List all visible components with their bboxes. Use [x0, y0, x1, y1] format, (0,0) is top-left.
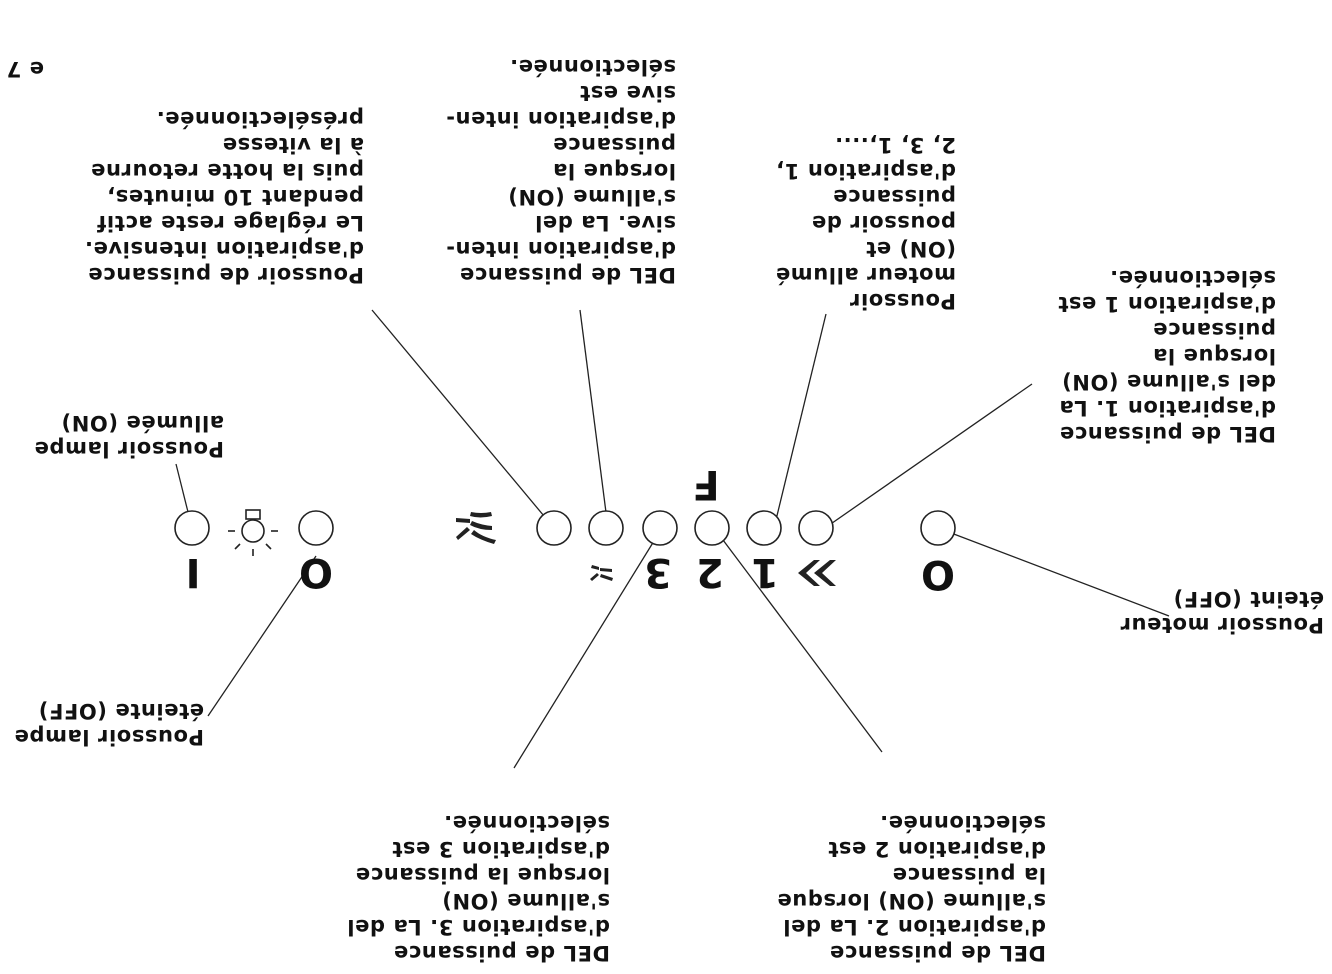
leader-lamp-off — [207, 555, 317, 717]
led-intensive — [588, 510, 624, 546]
led-speed-3 — [642, 510, 678, 546]
leader-intensive — [371, 309, 555, 529]
intensive-button — [536, 510, 572, 546]
motor-off-symbol: O — [921, 551, 956, 597]
leader-led3 — [513, 527, 663, 769]
double-chevron-icon — [798, 560, 836, 586]
leader-motor-on — [773, 313, 827, 529]
leader-led1 — [824, 383, 1033, 529]
lamp-on-button — [174, 510, 210, 546]
led-speed-1 — [798, 510, 834, 546]
led-speed-2 — [694, 510, 730, 546]
lamp-off-button — [298, 510, 334, 546]
motor-off-button — [920, 510, 956, 546]
intensive-symbol: F — [692, 461, 720, 507]
leader-motor-off — [937, 527, 1170, 617]
leader-led-intensive — [579, 309, 609, 529]
lamp-off-symbol: O — [299, 549, 334, 595]
bulb-icon — [228, 509, 278, 556]
fan-icon — [456, 512, 496, 544]
speed-3-symbol: 3 — [644, 549, 672, 595]
leader-led2 — [713, 527, 883, 753]
speed-1-symbol: 1 — [751, 549, 779, 595]
speed-2-symbol: 2 — [696, 549, 724, 595]
lamp-on-symbol: I — [185, 549, 201, 595]
fan-small-icon — [590, 565, 613, 581]
motor-on-button — [746, 510, 782, 546]
